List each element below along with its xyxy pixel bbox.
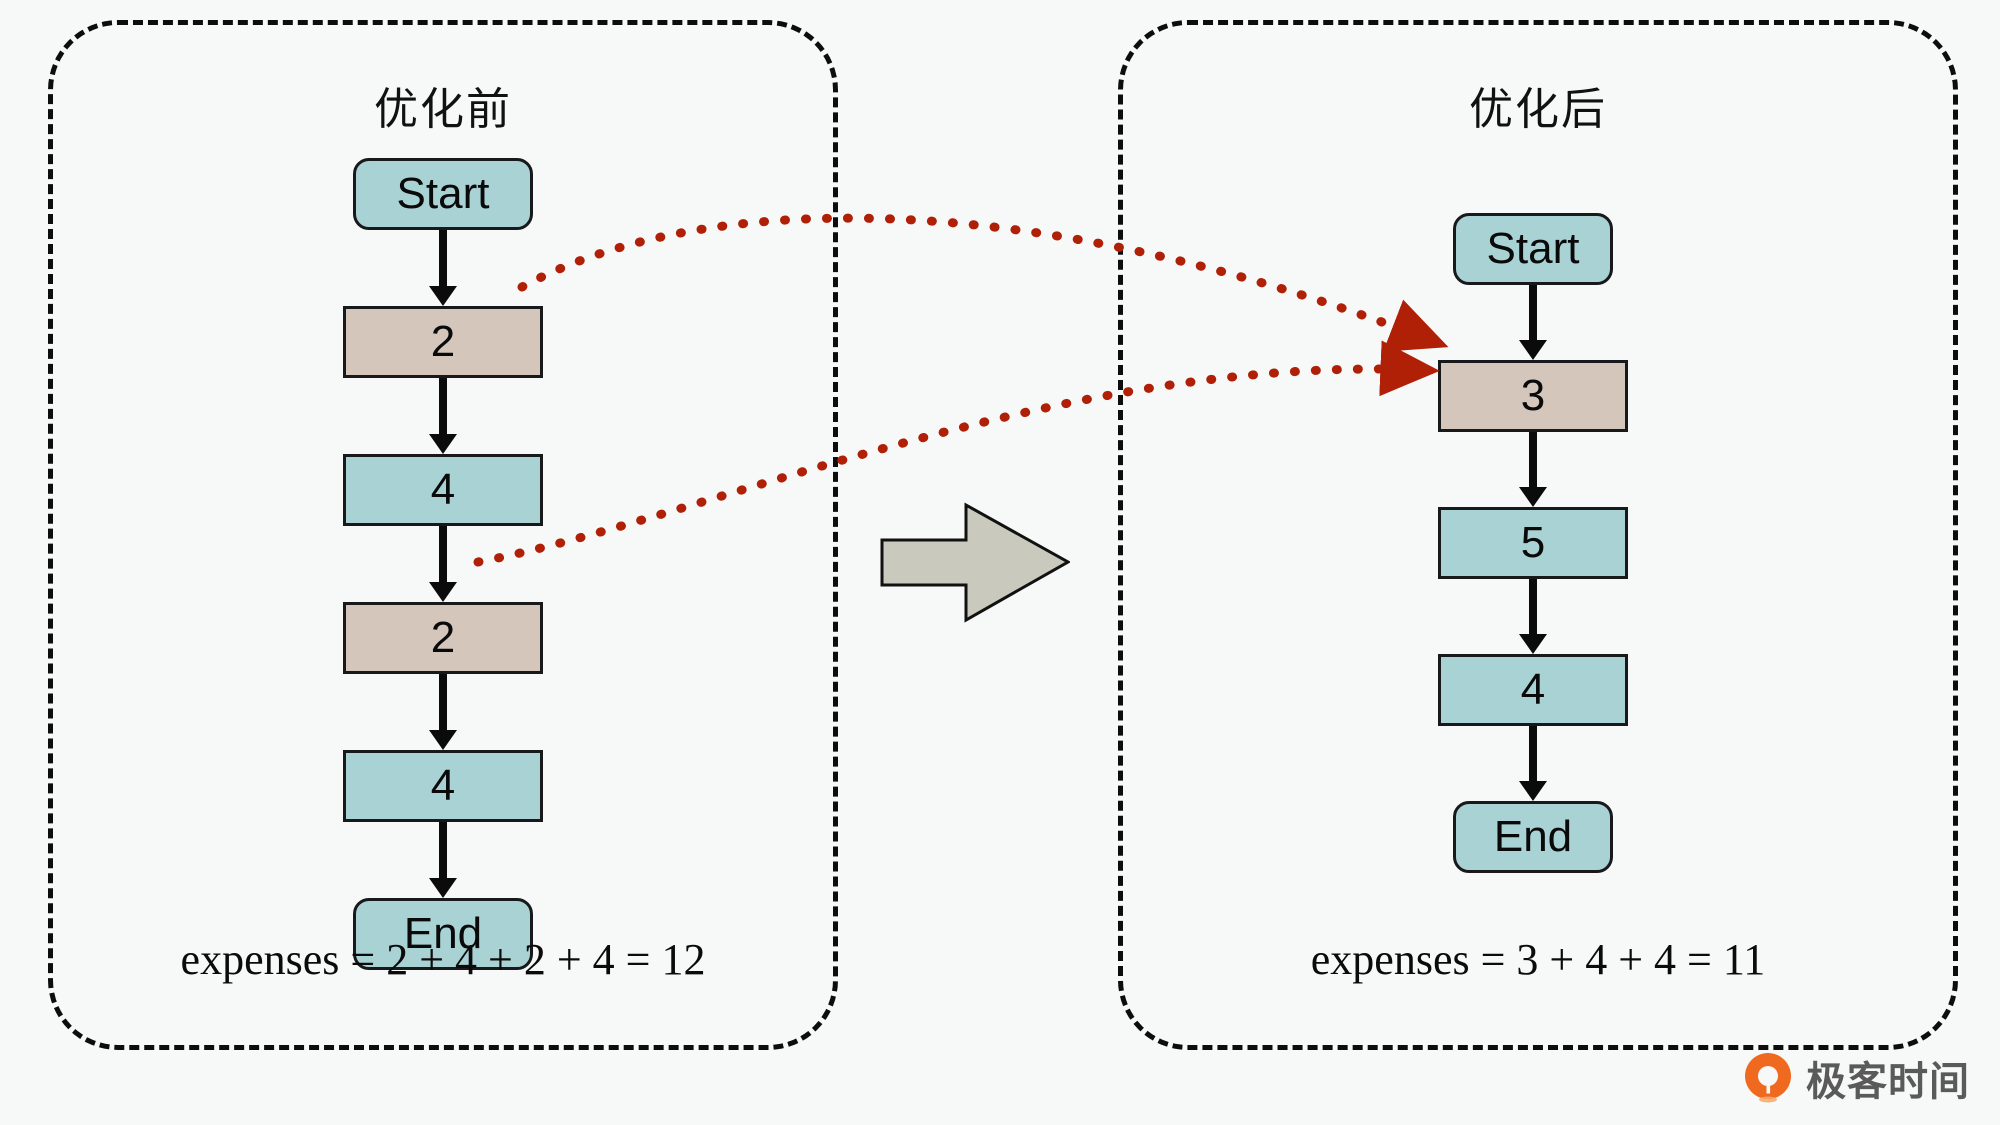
node-after-start[interactable]: Start — [1453, 213, 1613, 285]
node-before-2a[interactable]: 2 — [343, 306, 543, 378]
connector-before-5 — [343, 822, 543, 898]
node-after-5[interactable]: 5 — [1438, 507, 1628, 579]
connector-before-3 — [343, 526, 543, 602]
connector-after-3 — [1438, 579, 1628, 654]
node-before-end[interactable]: End — [353, 898, 533, 970]
node-before-2b[interactable]: 2 — [343, 602, 543, 674]
geektime-wordmark: 极客时间 — [1806, 1059, 1970, 1105]
expenses-before: expenses = 2 + 4 + 2 + 4 = 12 — [180, 935, 706, 984]
node-before-4b[interactable]: 4 — [343, 750, 543, 822]
node-after-3[interactable]: 3 — [1438, 360, 1628, 432]
node-before-4a[interactable]: 4 — [343, 454, 543, 526]
connector-before-2 — [343, 378, 543, 454]
panel-after-optimization: 优化后 Start 3 5 4 End expenses = 3 + 4 + 4… — [1118, 20, 1958, 1050]
node-after-4[interactable]: 4 — [1438, 654, 1628, 726]
connector-before-1 — [353, 230, 533, 306]
connector-after-2 — [1438, 432, 1628, 507]
node-before-start[interactable]: Start — [353, 158, 533, 230]
connector-after-1 — [1453, 285, 1613, 360]
node-after-end[interactable]: End — [1453, 801, 1613, 873]
panel-before-optimization: 优化前 Start 2 4 2 4 End expenses = 2 + 4 +… — [48, 20, 838, 1050]
geektime-mark-icon — [1745, 1053, 1791, 1103]
panel-after-title: 优化后 — [1469, 84, 1607, 135]
expenses-after: expenses = 3 + 4 + 4 = 11 — [1310, 935, 1766, 984]
transition-arrow-icon — [880, 502, 1070, 623]
connector-before-4 — [343, 674, 543, 750]
geektime-logo: 极客时间 — [1742, 1049, 1970, 1107]
panel-before-title: 优化前 — [374, 84, 512, 135]
connector-after-4 — [1438, 726, 1628, 801]
